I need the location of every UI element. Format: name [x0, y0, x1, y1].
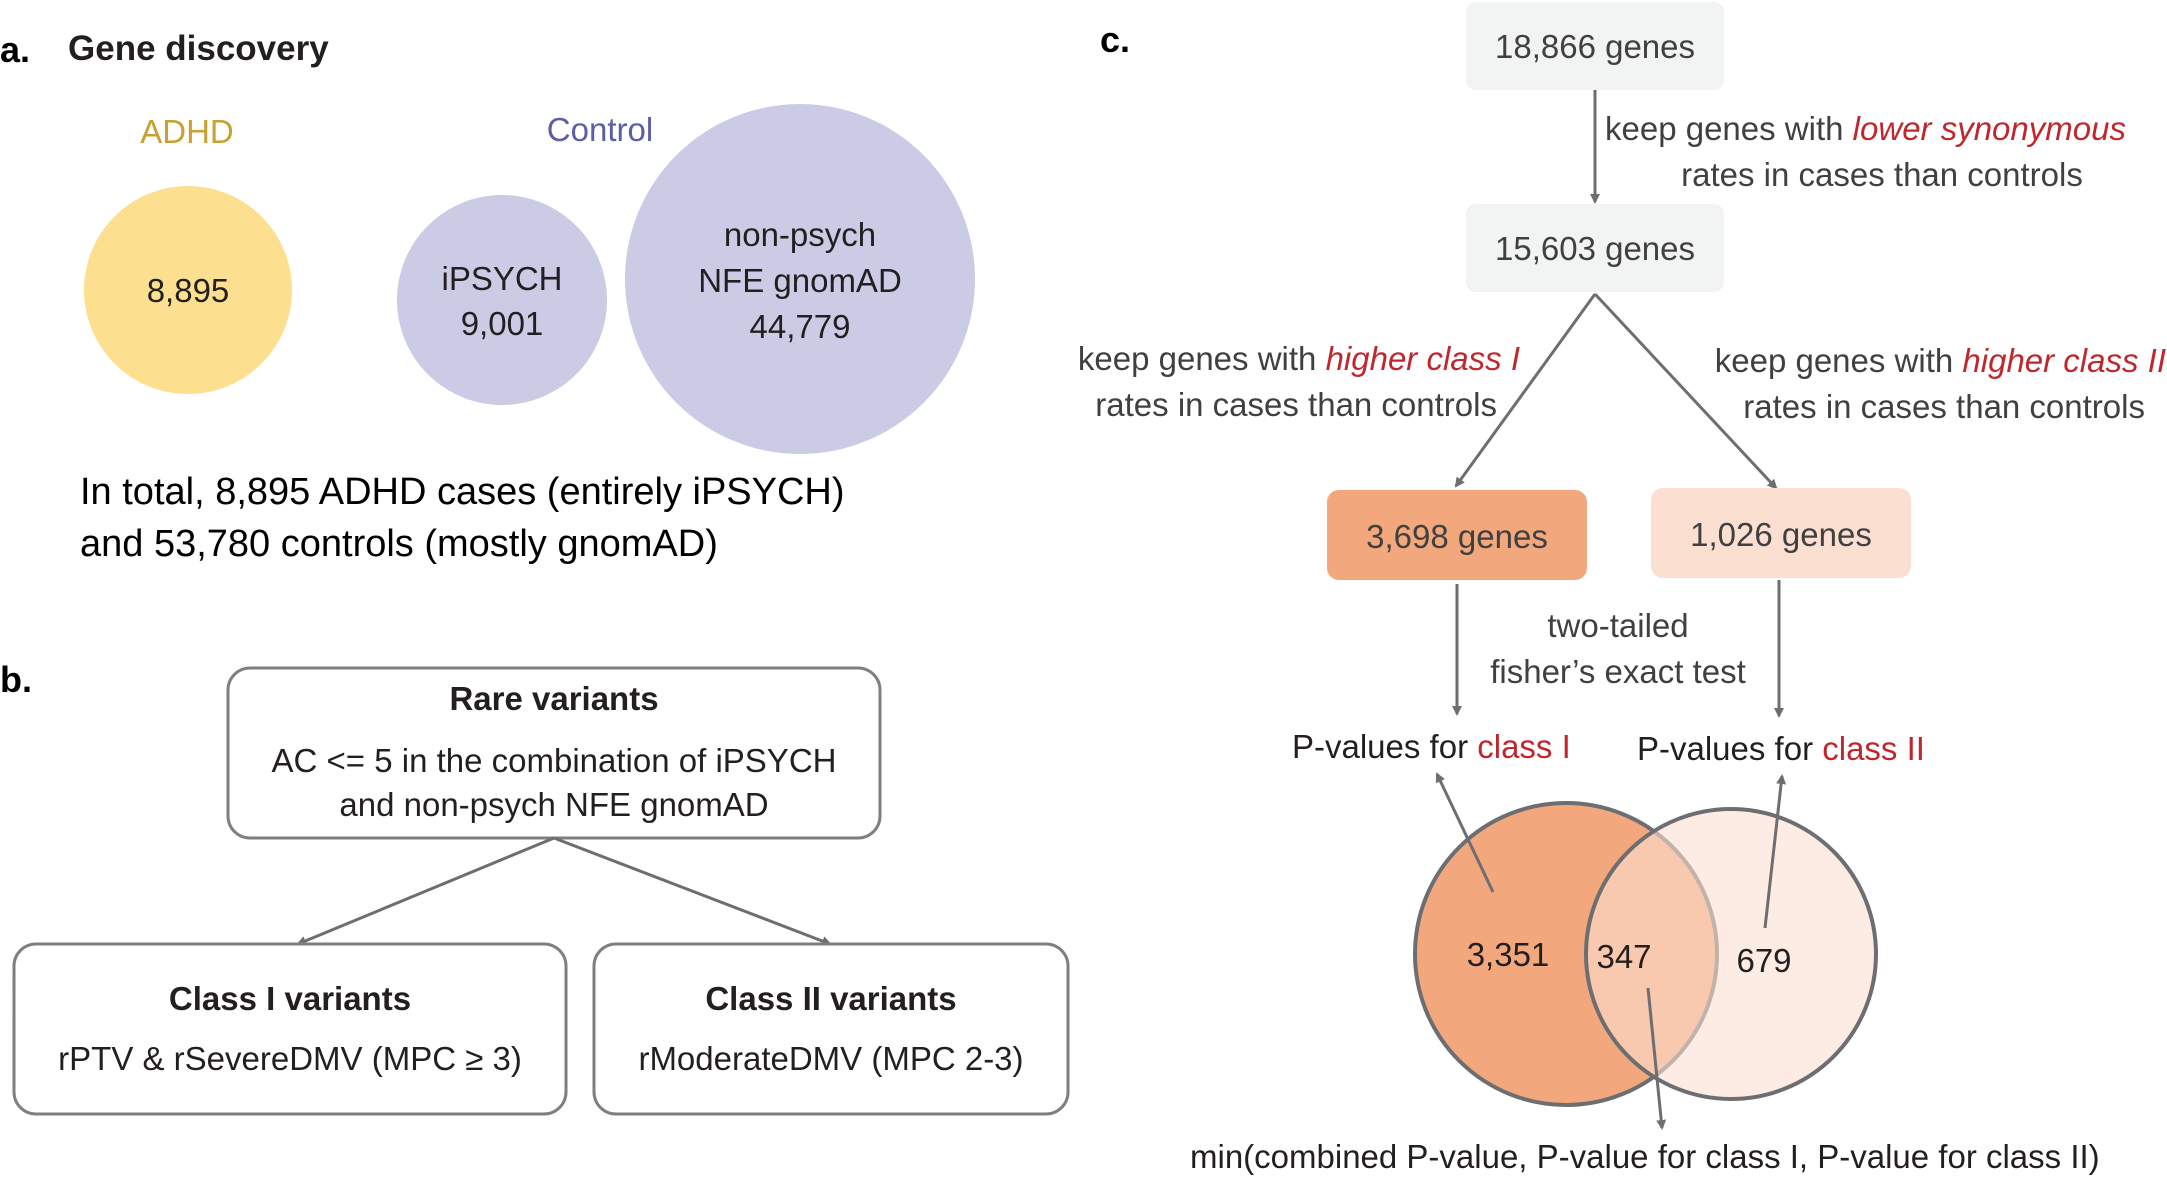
gnomad-count: 44,779 — [750, 308, 851, 345]
adhd-count: 8,895 — [147, 272, 230, 309]
fisher-test-line1: two-tailed — [1547, 607, 1688, 644]
adhd-label: ADHD — [140, 113, 234, 150]
ipsych-circle — [397, 195, 607, 405]
rare-variants-line1: AC <= 5 in the combination of iPSYCH — [272, 742, 837, 779]
arrow-venn-to-pvalue1 — [1435, 772, 1495, 893]
gnomad-label-line2: NFE gnomAD — [698, 262, 902, 299]
adhd-circle — [84, 186, 292, 394]
panel-a-title: Gene discovery — [68, 29, 329, 68]
box-15603-label: 15,603 genes — [1495, 230, 1695, 267]
panel-b-letter: b. — [0, 659, 32, 700]
right-step-line2: rates in cases than controls — [1743, 388, 2145, 425]
control-label: Control — [547, 111, 653, 148]
box-3698-label: 3,698 genes — [1366, 518, 1548, 555]
box-3698-genes — [1327, 490, 1587, 580]
box-15603-genes — [1466, 204, 1724, 292]
class2-variants-box — [592, 942, 1070, 1116]
arrow-mid-to-class2 — [1593, 292, 1778, 490]
min-combined-text: min(combined P-value, P-value for class … — [1190, 1138, 2100, 1175]
class1-variants-desc: rPTV & rSevereDMV (MPC ≥ 3) — [58, 1040, 522, 1077]
summary-line2: and 53,780 controls (mostly gnomAD) — [80, 523, 718, 565]
class1-variants-box — [12, 942, 568, 1116]
rare-variants-title: Rare variants — [449, 680, 658, 717]
ipsych-count: 9,001 — [461, 305, 544, 342]
arrow-mid-to-class1 — [1454, 293, 1597, 488]
summary-line1: In total, 8,895 ADHD cases (entirely iPS… — [80, 471, 845, 513]
step1-text-line2: rates in cases than controls — [1681, 156, 2083, 193]
box-1026-label: 1,026 genes — [1690, 516, 1872, 553]
panel-a: a. Gene discovery ADHD 8,895 Control iPS… — [0, 29, 975, 565]
rare-variants-line2: and non-psych NFE gnomAD — [339, 786, 768, 823]
class2-variants-title: Class II variants — [705, 980, 956, 1017]
ipsych-name: iPSYCH — [441, 260, 562, 297]
panel-c: c. 18,866 genes keep genes with lower sy… — [1078, 2, 2166, 1175]
box-1026-genes — [1651, 488, 1911, 578]
step1-text-line1: keep genes with lower synonymous — [1605, 110, 2126, 147]
venn-class2-only: 679 — [1736, 942, 1791, 979]
arrow-overlap-to-min — [1646, 987, 1667, 1130]
right-step-line1: keep genes with higher class II — [1715, 342, 2166, 379]
panel-a-letter: a. — [0, 29, 30, 70]
arrow-rare-to-class1 — [296, 836, 555, 946]
class1-variants-title: Class I variants — [169, 980, 411, 1017]
arrow-rare-to-class2 — [553, 836, 832, 946]
box-18866-genes — [1466, 2, 1724, 90]
gnomad-label-line1: non-psych — [724, 216, 876, 253]
left-step-line1: keep genes with higher class I — [1078, 340, 1520, 377]
class2-variants-desc: rModerateDMV (MPC 2-3) — [638, 1040, 1023, 1077]
fisher-test-line2: fisher’s exact test — [1490, 653, 1746, 690]
pvalue-class2-label: P-values for class II — [1637, 730, 1925, 767]
panel-c-letter: c. — [1100, 19, 1130, 60]
arrow-venn-to-pvalue2 — [1763, 774, 1787, 929]
panel-b: b. Rare variants AC <= 5 in the combinat… — [0, 659, 1070, 1116]
gnomad-circle — [625, 104, 975, 454]
venn-overlap: 347 — [1596, 938, 1651, 975]
venn-circle-class2 — [1584, 807, 1878, 1101]
venn-class1-only: 3,351 — [1467, 936, 1550, 973]
box-18866-label: 18,866 genes — [1495, 28, 1695, 65]
pvalue-class1-label: P-values for class I — [1292, 728, 1571, 765]
left-step-line2: rates in cases than controls — [1095, 386, 1497, 423]
